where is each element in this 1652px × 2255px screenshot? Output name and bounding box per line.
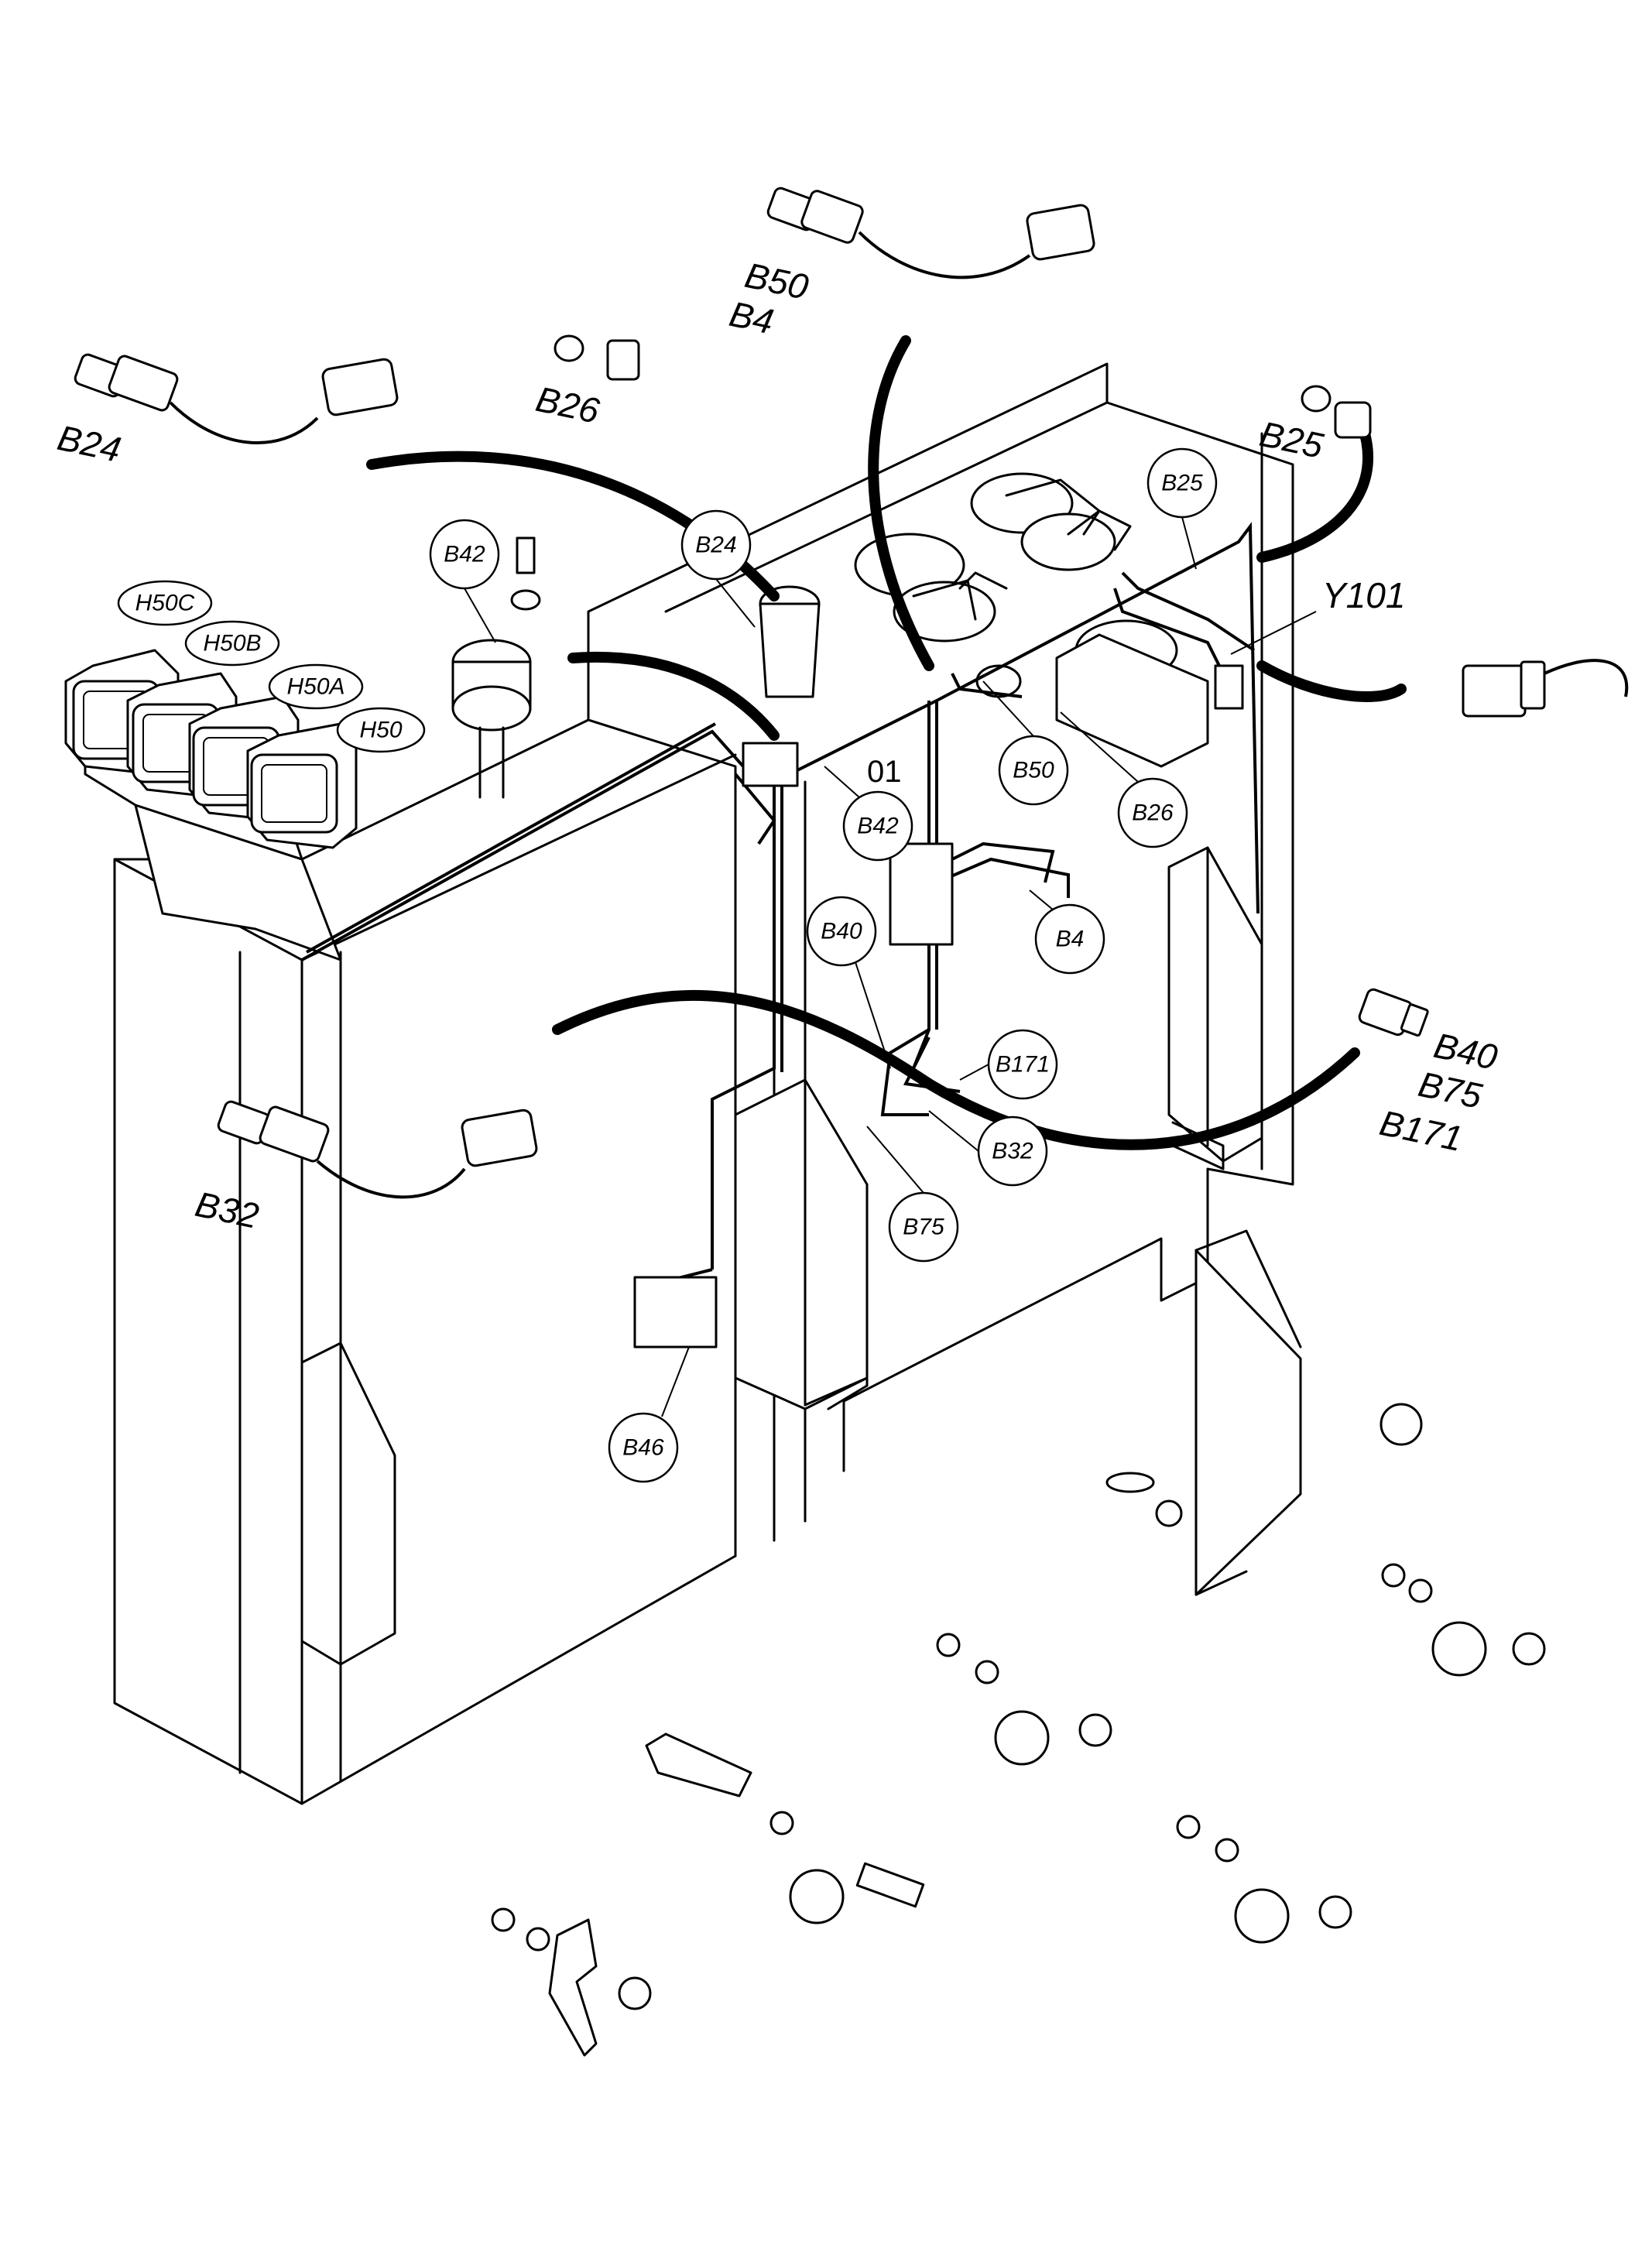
bubble-b4: B4 bbox=[1034, 903, 1105, 975]
bubble-b40: B40 bbox=[806, 896, 877, 967]
label-y101: Y101 bbox=[1322, 575, 1405, 615]
bubble-b32: B32 bbox=[977, 1116, 1048, 1187]
bubble-leaders bbox=[464, 516, 1317, 1417]
sensor-b50-b4 bbox=[766, 187, 1095, 279]
main-harness bbox=[301, 522, 1260, 1349]
label-b26: B26 bbox=[533, 379, 603, 431]
bubble-b26: B26 bbox=[1117, 777, 1188, 848]
bubble-b42-label: B42 bbox=[857, 814, 899, 839]
work-light-h50 bbox=[246, 722, 358, 849]
sensor-b32 bbox=[217, 1100, 538, 1199]
bubble-b40-label: B40 bbox=[821, 919, 862, 944]
bubble-b171-label: B171 bbox=[996, 1052, 1050, 1078]
sensor-b25 bbox=[1301, 385, 1372, 439]
bubble-h50b-label: H50B bbox=[203, 631, 261, 656]
bubble-b75-label: B75 bbox=[903, 1215, 944, 1240]
bubble-h50-label: H50 bbox=[359, 718, 402, 743]
label-b25: B25 bbox=[1256, 413, 1327, 466]
clamp-hardware bbox=[491, 1563, 1546, 2057]
valve-y101 bbox=[1462, 659, 1629, 718]
work-light-bar bbox=[84, 757, 342, 961]
sensor-b42 bbox=[451, 536, 541, 799]
bubble-b42-top-label: B42 bbox=[444, 542, 485, 567]
sensor-b24 bbox=[74, 353, 399, 445]
bubble-b50: B50 bbox=[998, 735, 1069, 806]
sensor-b40-b75-b171 bbox=[1358, 988, 1429, 1037]
bubble-b24-label: B24 bbox=[695, 533, 736, 558]
bubble-b171: B171 bbox=[987, 1029, 1058, 1100]
bubble-b25: B25 bbox=[1146, 447, 1218, 519]
bubble-b75: B75 bbox=[888, 1191, 959, 1263]
bubble-h50a: H50A bbox=[268, 663, 364, 710]
bubble-b4-label: B4 bbox=[1056, 927, 1085, 952]
bubble-b42: B42 bbox=[842, 790, 913, 862]
filter-housings bbox=[759, 472, 1209, 768]
bubble-b46: B46 bbox=[608, 1412, 679, 1483]
bubble-h50a-label: H50A bbox=[286, 674, 344, 700]
label-b24: B24 bbox=[54, 417, 125, 470]
bubble-h50c: H50C bbox=[117, 580, 213, 626]
label-harness: 01 bbox=[867, 755, 902, 789]
mounting-bracket bbox=[1105, 1229, 1423, 1596]
bubble-b50-label: B50 bbox=[1013, 758, 1054, 783]
bubble-b25-label: B25 bbox=[1161, 471, 1203, 496]
bubble-b24: B24 bbox=[680, 509, 752, 581]
sensor-b26 bbox=[554, 334, 640, 381]
bubble-h50c-label: H50C bbox=[135, 591, 195, 616]
bubble-b46-label: B46 bbox=[622, 1435, 664, 1461]
bubble-b42-top: B42 bbox=[429, 519, 500, 590]
bubble-b32-label: B32 bbox=[992, 1139, 1033, 1164]
label-b4: B4 bbox=[726, 293, 777, 342]
bubble-h50: H50 bbox=[336, 707, 426, 753]
bubble-h50b: H50B bbox=[184, 620, 280, 667]
bubble-b26-label: B26 bbox=[1132, 800, 1174, 826]
